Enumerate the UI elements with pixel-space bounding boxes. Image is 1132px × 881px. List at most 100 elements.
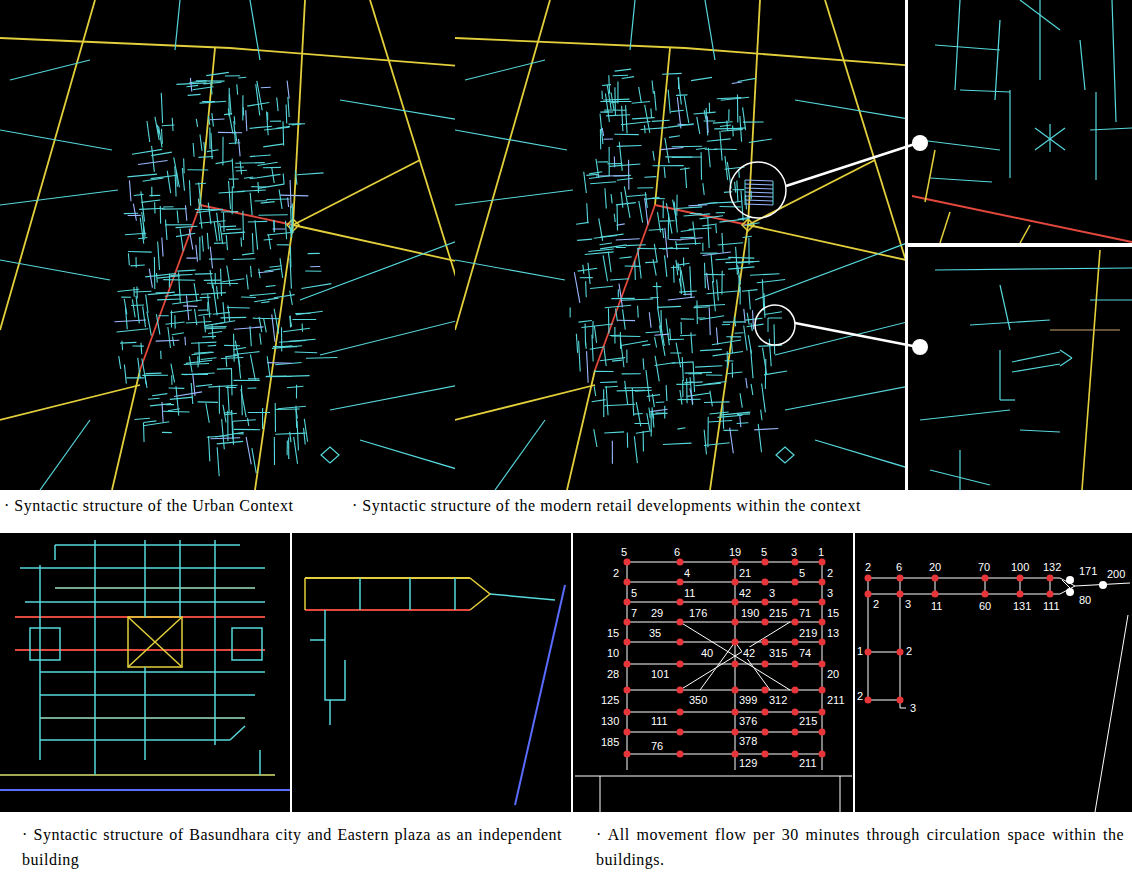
street-segment — [737, 422, 749, 424]
street-segment — [202, 235, 203, 251]
street-segment — [170, 274, 192, 276]
street-segment — [233, 420, 256, 421]
street-segment — [604, 404, 635, 405]
zoom-circle — [730, 162, 786, 218]
street-segment — [222, 419, 225, 449]
street-segment — [588, 263, 590, 284]
flow-count: 80 — [1078, 594, 1092, 606]
street-segment — [158, 241, 160, 269]
street-line — [255, 225, 293, 490]
flow-count: 2 — [864, 561, 872, 573]
street-segment — [148, 398, 160, 400]
street-segment — [693, 222, 696, 245]
street-segment — [232, 186, 233, 214]
flow-node-dot — [677, 579, 684, 586]
street-line — [795, 100, 905, 120]
map-line — [1009, 90, 1010, 178]
street-segment — [198, 199, 202, 229]
street-segment — [147, 121, 150, 142]
map-line — [1060, 350, 1072, 358]
street-line — [320, 320, 455, 355]
building-plan — [0, 540, 290, 790]
street-segment — [157, 125, 159, 135]
street-segment — [679, 278, 681, 286]
street-segment — [196, 209, 222, 212]
building-grid-line — [745, 200, 773, 201]
flow-count: 171 — [1078, 565, 1098, 577]
figure-caption: · Syntactic structure of the modern reta… — [352, 496, 861, 516]
map-line — [970, 320, 1050, 325]
map-line — [259, 750, 261, 775]
street-line — [0, 0, 95, 330]
street-segment — [246, 437, 251, 464]
flow-node-dot — [865, 697, 872, 704]
street-segment — [117, 289, 139, 291]
street-segment — [196, 80, 225, 81]
street-segment — [708, 421, 732, 422]
map-line — [1080, 40, 1085, 90]
street-segment — [296, 311, 323, 314]
street-line — [230, 48, 455, 66]
flow-count: 3 — [826, 587, 834, 599]
street-segment — [616, 203, 636, 205]
street-segment — [252, 448, 256, 473]
flow-node-dot — [762, 639, 769, 646]
street-segment — [666, 319, 669, 346]
street-segment — [626, 105, 628, 133]
street-segment — [193, 87, 214, 90]
street-segment — [590, 182, 616, 184]
flow-count: 7 — [630, 607, 638, 619]
flow-count: 5 — [630, 587, 638, 599]
street-segment — [176, 386, 179, 415]
flow-count: 6 — [673, 546, 681, 558]
street-segment — [592, 400, 606, 402]
street-segment — [224, 114, 232, 115]
street-segment — [124, 365, 126, 384]
street-segment — [743, 107, 746, 130]
flow-count: 13 — [826, 627, 840, 639]
street-segment — [709, 412, 728, 414]
map-line — [912, 196, 1132, 242]
street-segment — [231, 368, 233, 395]
street-segment — [592, 335, 593, 362]
street-segment — [158, 315, 168, 316]
street-segment — [195, 183, 206, 185]
street-segment — [229, 94, 231, 115]
flow-node-dot — [932, 575, 939, 582]
street-segment — [128, 251, 152, 253]
street-segment — [125, 308, 127, 329]
street-segment — [287, 386, 304, 387]
street-segment — [652, 120, 670, 121]
flow-node-dot — [819, 639, 826, 646]
urban-map — [455, 0, 905, 490]
map-line — [0, 789, 290, 791]
flow-node-dot — [982, 575, 989, 582]
circulation-line — [900, 594, 901, 700]
street-segment — [613, 75, 628, 77]
street-segment — [201, 358, 217, 360]
street-segment — [634, 413, 643, 415]
street-segment — [261, 302, 269, 303]
street-segment — [174, 392, 202, 397]
leader-dot — [912, 135, 928, 151]
street-segment — [182, 168, 184, 191]
street-segment — [578, 321, 591, 323]
street-segment — [308, 253, 320, 254]
street-segment — [280, 258, 283, 278]
street-segment — [740, 416, 741, 427]
flow-node-dot — [819, 709, 826, 716]
figure-caption: · All movement flow per 30 minutes throu… — [596, 822, 1124, 872]
street-segment — [189, 229, 193, 250]
flow-node-dot — [762, 579, 769, 586]
map-line — [128, 617, 182, 667]
street-segment — [677, 263, 679, 271]
street-segment — [581, 324, 612, 328]
street-segment — [765, 359, 767, 389]
street-segment — [676, 384, 690, 385]
map-line — [214, 540, 216, 745]
street-segment — [738, 275, 740, 292]
street-segment — [270, 121, 281, 122]
flow-count: 399 — [738, 694, 758, 706]
street-segment — [162, 432, 172, 433]
street-segment — [162, 237, 163, 256]
